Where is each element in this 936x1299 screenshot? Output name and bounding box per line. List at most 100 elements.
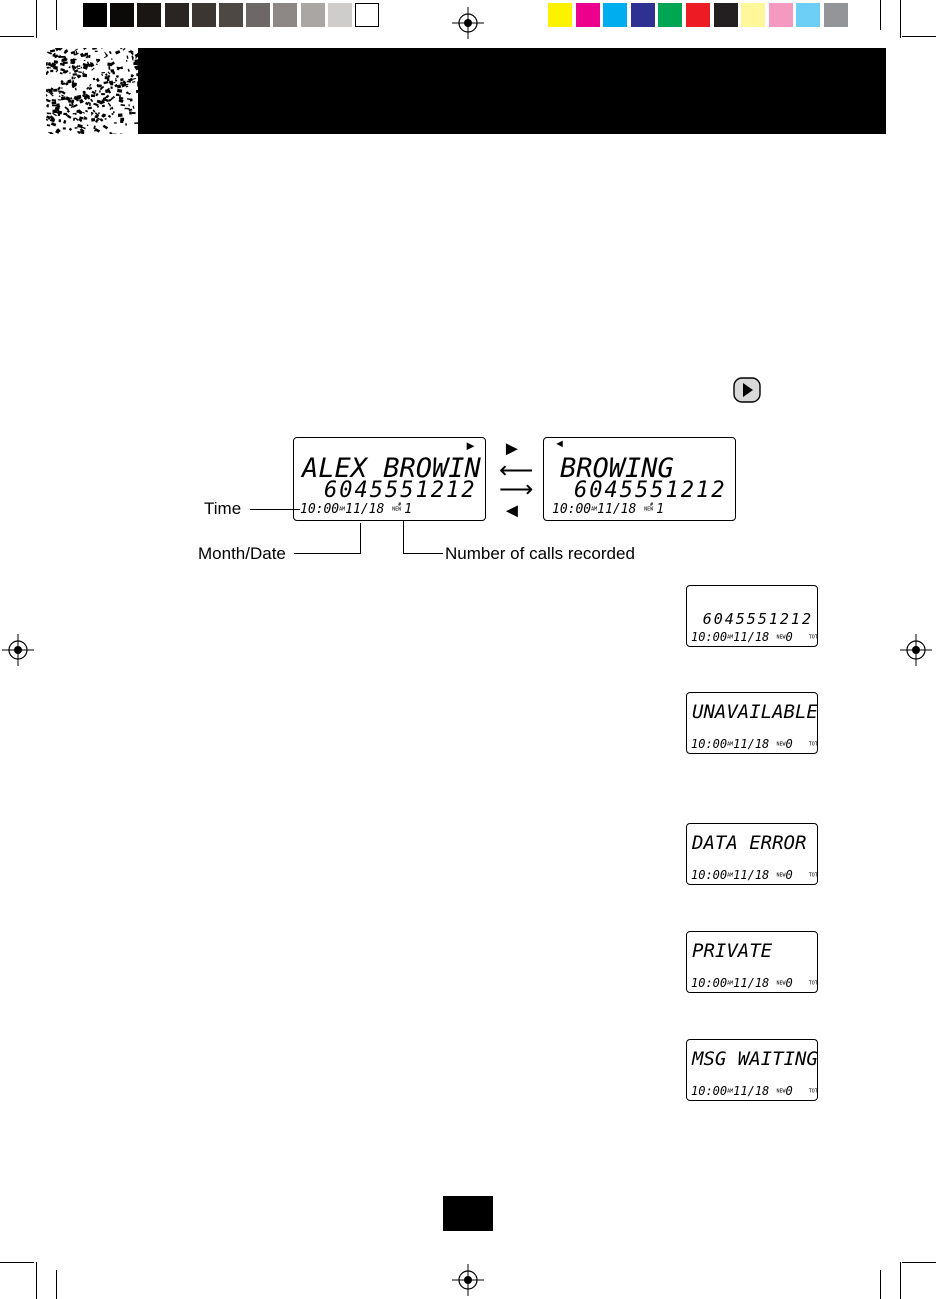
status-line: 10:00AM11/18 NEW0TOTAL0 bbox=[691, 976, 818, 990]
am-indicator: AM bbox=[727, 872, 734, 879]
total-label: TOTAL bbox=[808, 741, 818, 748]
date-value: 11/18 bbox=[733, 737, 770, 751]
scroll-right-indicator-icon: ► bbox=[464, 438, 477, 453]
registration-mark-right-icon bbox=[900, 634, 932, 666]
new-label: NEW bbox=[776, 741, 786, 748]
color-swatch bbox=[630, 3, 655, 27]
display-line-1: 6045551212 bbox=[702, 610, 813, 628]
gray-swatch bbox=[327, 3, 352, 27]
am-indicator: AM bbox=[339, 506, 346, 513]
right-line-arrow-icon: ⟶ bbox=[499, 476, 534, 503]
am-indicator: AM bbox=[727, 634, 734, 641]
date-value: 11/18 bbox=[733, 868, 770, 882]
total-label: TOTAL bbox=[808, 872, 818, 879]
time-value: 10:00 bbox=[691, 976, 728, 990]
gray-swatch bbox=[83, 3, 107, 27]
gray-swatch bbox=[246, 3, 271, 27]
call-count: 1 bbox=[404, 502, 413, 517]
caller-id-display-scrolled: ◄ BROWING 6045551212 10:00AM11/18 NEW#1 bbox=[543, 437, 736, 521]
calls-recorded-callout-label: Number of calls recorded bbox=[445, 544, 635, 563]
color-swatch bbox=[796, 3, 821, 27]
message-display: DATA ERROR 10:00AM11/18 NEW0TOTAL0 bbox=[686, 823, 818, 885]
scroll-left-indicator-icon: ◄ bbox=[554, 438, 565, 450]
gray-swatch bbox=[110, 3, 135, 27]
new-label: NEW bbox=[776, 872, 786, 879]
call-count: 1 bbox=[656, 502, 665, 517]
total-label: TOTAL bbox=[808, 634, 818, 641]
calls-leader-horizontal bbox=[403, 553, 443, 554]
registration-mark-left-icon bbox=[2, 634, 34, 666]
registration-mark-top-icon bbox=[452, 7, 484, 39]
left-line-arrow-icon: ⟵ bbox=[499, 457, 534, 484]
date-value: 11/18 bbox=[733, 1084, 770, 1098]
time-value: 10:00 bbox=[691, 737, 728, 751]
right-solid-arrow-icon: ► bbox=[502, 438, 522, 460]
gray-swatch bbox=[219, 3, 243, 27]
month-date-leader-horizontal bbox=[294, 553, 361, 554]
gray-swatch bbox=[191, 3, 216, 27]
new-count: 0 bbox=[785, 737, 793, 751]
new-label: NEW bbox=[776, 980, 786, 987]
time-callout-label: Time bbox=[204, 499, 242, 518]
gray-swatch bbox=[164, 3, 189, 27]
time-value: 10:00 bbox=[691, 1084, 728, 1098]
display-line-1: UNAVAILABLE bbox=[692, 701, 818, 723]
play-button-icon bbox=[733, 377, 761, 403]
caller-number: 6045551212 bbox=[324, 478, 477, 503]
color-swatch bbox=[768, 3, 793, 27]
gray-swatch bbox=[300, 3, 325, 27]
section-header-bar bbox=[46, 48, 886, 134]
registration-mark-bottom-icon bbox=[452, 1264, 484, 1296]
color-swatch bbox=[575, 3, 600, 27]
new-label: NEW bbox=[392, 506, 402, 513]
new-label: NEW bbox=[776, 1088, 786, 1095]
time-value: 10:00 bbox=[691, 630, 728, 644]
month-date-callout-label: Month/Date bbox=[198, 544, 286, 563]
page-number-box bbox=[443, 1196, 493, 1231]
new-label: NEW bbox=[776, 634, 786, 641]
status-line: 10:00AM11/18 NEW#1 bbox=[300, 502, 413, 518]
color-swatch bbox=[686, 3, 710, 27]
month-date-leader-vertical bbox=[360, 523, 361, 554]
color-swatch bbox=[603, 3, 628, 27]
date-value: 11/18 bbox=[733, 976, 770, 990]
status-line: 10:00AM11/18 NEW0TOTAL0 bbox=[691, 868, 818, 882]
gray-swatch bbox=[137, 3, 162, 27]
color-swatch bbox=[713, 3, 738, 27]
left-solid-arrow-icon: ◄ bbox=[502, 500, 522, 522]
am-indicator: AM bbox=[591, 506, 598, 513]
date-value: 11/18 bbox=[597, 502, 637, 517]
status-line: 10:00AM11/18 NEW#1 bbox=[552, 501, 665, 518]
total-label: TOTAL bbox=[808, 1088, 818, 1095]
caller-name-scrolled: BROWING bbox=[560, 453, 674, 484]
color-swatch bbox=[548, 3, 572, 27]
calls-leader-vertical bbox=[403, 520, 404, 554]
time-value: 10:00 bbox=[691, 868, 728, 882]
new-label: NEW bbox=[644, 506, 654, 513]
display-line-1: PRIVATE bbox=[692, 940, 773, 962]
gray-swatch bbox=[355, 3, 379, 27]
gray-swatch bbox=[273, 3, 298, 27]
new-count: 0 bbox=[785, 630, 793, 644]
status-line: 10:00AM11/18 NEW0TOTAL0 bbox=[691, 737, 818, 751]
am-indicator: AM bbox=[727, 741, 734, 748]
new-count: 0 bbox=[785, 1084, 793, 1098]
color-swatch bbox=[658, 3, 683, 27]
status-line: 10:00AM11/18 NEW0TOTAL0 bbox=[691, 1084, 818, 1098]
display-line-1: DATA ERROR bbox=[692, 832, 807, 854]
display-line-1: MSG WAITING bbox=[692, 1048, 818, 1070]
time-value: 10:00 bbox=[300, 502, 340, 517]
total-label: TOTAL bbox=[808, 980, 818, 987]
color-swatch bbox=[741, 3, 766, 27]
time-leader-line bbox=[250, 509, 300, 510]
header-texture-pattern bbox=[46, 48, 138, 134]
caller-number: 6045551212 bbox=[574, 478, 727, 503]
am-indicator: AM bbox=[727, 980, 734, 987]
new-count: 0 bbox=[785, 976, 793, 990]
time-value: 10:00 bbox=[552, 502, 592, 517]
caller-name: ALEX BROWIN bbox=[302, 453, 481, 484]
date-value: 11/18 bbox=[345, 502, 385, 517]
hash-symbol: # bbox=[650, 501, 654, 508]
